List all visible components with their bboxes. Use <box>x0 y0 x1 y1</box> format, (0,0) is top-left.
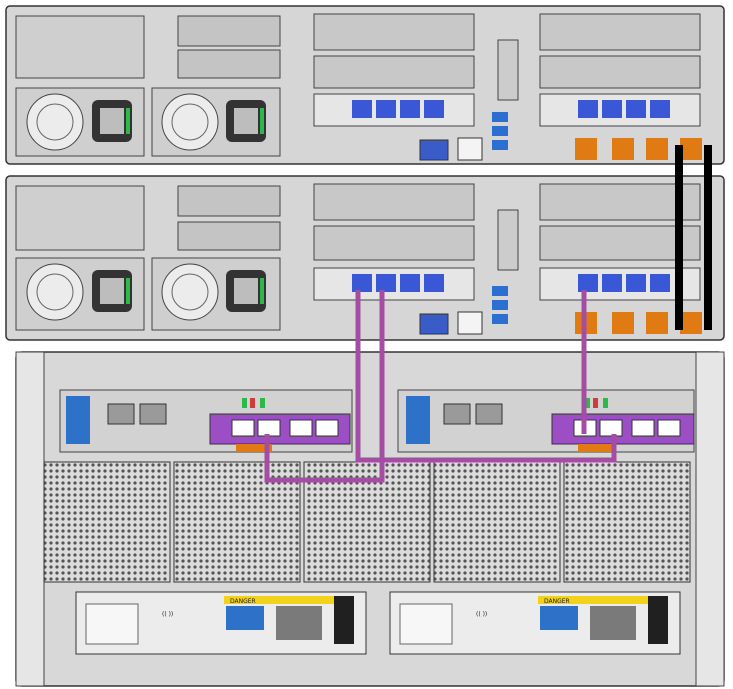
enclosure-psu-a: (( )) DANGER <box>76 592 366 654</box>
enclosure-psu-b: (( )) DANGER <box>390 592 680 654</box>
server-top-nic-right <box>540 94 700 126</box>
server-top <box>6 6 724 164</box>
psu-a-label: (( )) <box>162 611 173 618</box>
server-top-psu-2 <box>152 88 280 156</box>
controller-a <box>60 390 352 452</box>
server-top-nic-left <box>314 94 474 126</box>
psu-a-warning: DANGER <box>230 598 256 605</box>
psu-b-label: (( )) <box>476 611 487 618</box>
server-middle-psu-1 <box>16 258 144 330</box>
controller-b <box>398 390 694 452</box>
server-middle-nic-left <box>314 268 474 300</box>
server-middle-psu-2 <box>152 258 280 330</box>
server-middle <box>6 176 724 340</box>
psu-b-warning: DANGER <box>544 598 570 605</box>
server-top-psu-1 <box>16 88 144 156</box>
storage-enclosure: (( )) DANGER (( )) DANGER <box>16 352 724 686</box>
